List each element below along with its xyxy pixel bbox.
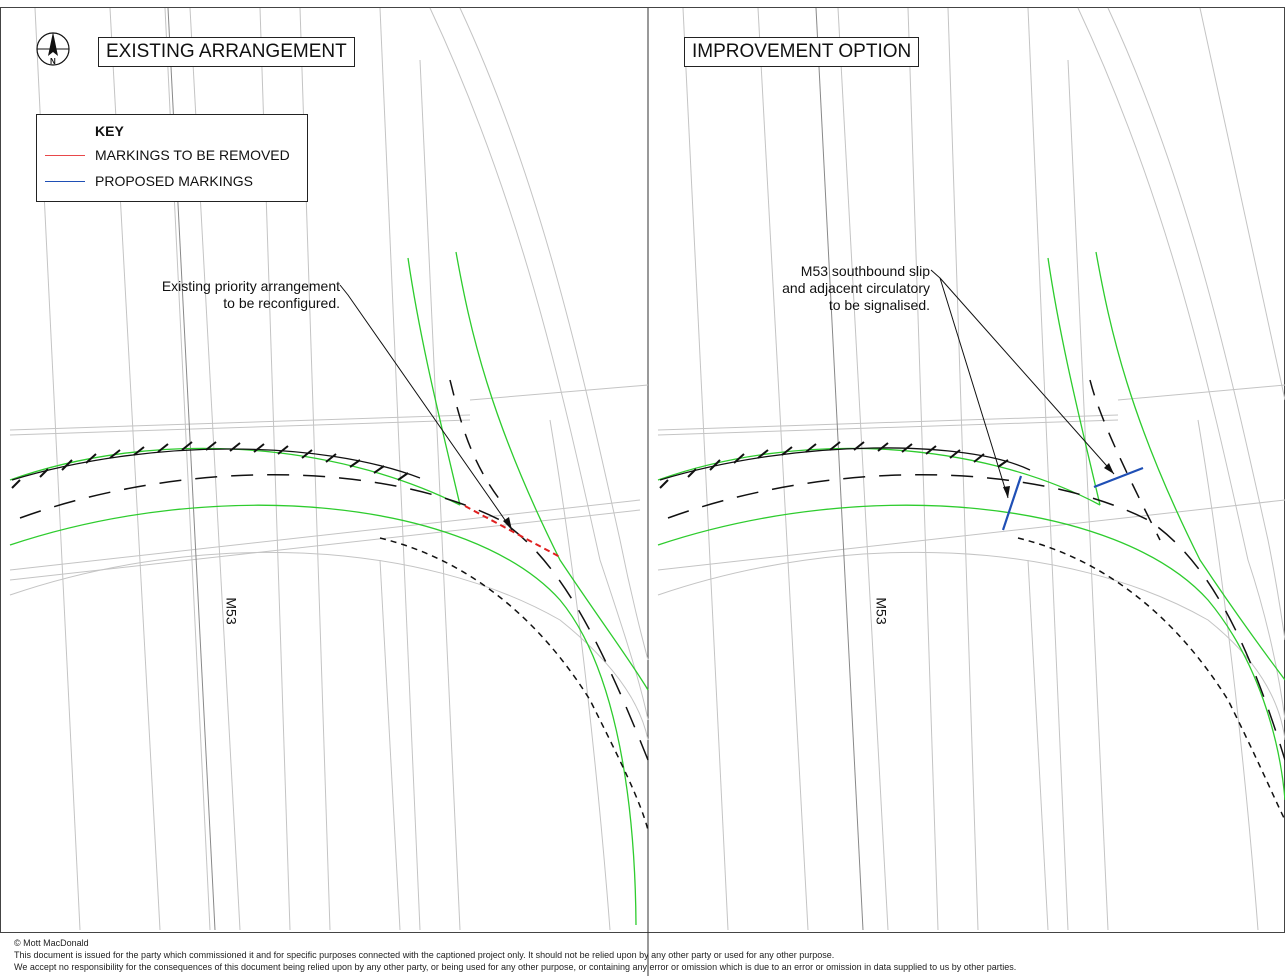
proposed-stop-line-slip bbox=[1093, 466, 1144, 489]
right-background-lines bbox=[657, 7, 1285, 931]
north-arrow-icon bbox=[36, 32, 70, 66]
road-label-right: M53 bbox=[873, 597, 890, 625]
copyright-footer: © Mott MacDonald This document is issued… bbox=[14, 937, 1016, 973]
markings-to-be-removed bbox=[464, 505, 561, 558]
footer-disclaimer-1: This document is issued for the party wh… bbox=[14, 950, 835, 960]
key-title: KEY bbox=[95, 123, 124, 139]
key-label-proposed: PROPOSED MARKINGS bbox=[95, 173, 253, 189]
north-arrow-label: N bbox=[50, 57, 56, 66]
key-label-removed: MARKINGS TO BE REMOVED bbox=[95, 147, 290, 163]
annotation-improvement-line-2: and adjacent circulatory bbox=[782, 280, 930, 296]
right-kerb-lines bbox=[657, 251, 1285, 801]
annotation-improvement: M53 southbound slip and adjacent circula… bbox=[782, 263, 930, 314]
panel-title-improvement: IMPROVEMENT OPTION bbox=[684, 37, 920, 67]
panel-title-existing: EXISTING ARRANGEMENT bbox=[98, 37, 355, 67]
annotation-improvement-line-1: M53 southbound slip bbox=[800, 263, 930, 279]
proposed-markings bbox=[1001, 466, 1144, 531]
key-swatch-removed bbox=[45, 155, 85, 156]
key-swatch-proposed bbox=[45, 181, 85, 182]
key-legend: KEY MARKINGS TO BE REMOVED PROPOSED MARK… bbox=[36, 114, 308, 202]
right-centre-axis bbox=[815, 7, 864, 931]
right-hatched-markings bbox=[659, 441, 1031, 489]
annotation-existing: Existing priority arrangement to be reco… bbox=[162, 278, 340, 312]
proposed-stop-line-circulatory bbox=[1001, 475, 1023, 531]
annotation-existing-line-2: to be reconfigured. bbox=[223, 295, 340, 311]
leader-arrowheads bbox=[503, 463, 1114, 530]
right-lane-lines bbox=[667, 379, 1285, 821]
left-kerb-lines bbox=[9, 251, 649, 926]
annotation-existing-line-1: Existing priority arrangement bbox=[161, 278, 340, 294]
annotation-leaders bbox=[339, 269, 1115, 531]
footer-disclaimer-2: We accept no responsibility for the cons… bbox=[14, 962, 1017, 972]
annotation-improvement-line-3: to be signalised. bbox=[828, 297, 930, 313]
left-hatched-markings bbox=[11, 441, 421, 489]
road-label-left: M53 bbox=[223, 597, 240, 625]
left-lane-lines bbox=[19, 379, 649, 831]
footer-copyright: © Mott MacDonald bbox=[14, 938, 89, 948]
